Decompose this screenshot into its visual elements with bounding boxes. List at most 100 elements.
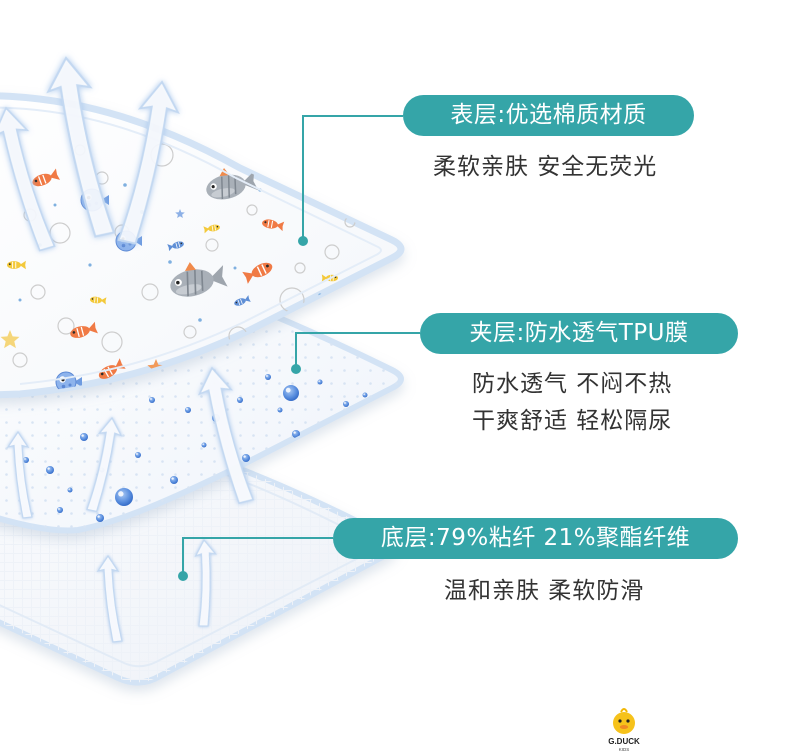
droplet-body [343, 401, 349, 407]
blue-fish-print [234, 295, 251, 306]
middle-layer-description-2: 干爽舒适 轻松隔尿 [472, 408, 673, 434]
water-droplet [201, 442, 207, 448]
yellow-fish-print [7, 260, 26, 270]
bubble-print [205, 238, 219, 252]
starfish-print [175, 209, 185, 218]
starfish-print [352, 281, 360, 289]
yellow-fish-print [295, 183, 309, 189]
bottom-layer-label: 底层:79%粘纤 21%聚酯纤维 [333, 518, 738, 559]
fish-eye [334, 276, 337, 279]
yellow-fish-print [203, 224, 220, 234]
droplet-body [277, 407, 283, 413]
droplet-body [317, 379, 323, 385]
bubble-print [324, 244, 340, 260]
top-layer-label: 表层:优选棉质材质 [403, 95, 694, 136]
droplet-highlight [24, 458, 26, 460]
fish-eye [100, 372, 104, 376]
fish-stripe [256, 264, 267, 276]
gray-fish-print [170, 262, 228, 297]
orange-fish-print [242, 262, 273, 284]
fish-body [32, 173, 52, 187]
dot-print [53, 203, 57, 207]
droplet-body [67, 487, 73, 493]
starfish-print [0, 330, 20, 349]
water-droplet [46, 466, 54, 474]
fish-eye [180, 242, 183, 245]
fish-tail [19, 260, 26, 270]
fish-eye [235, 301, 238, 304]
droplet-body [327, 425, 333, 431]
droplet-highlight [363, 393, 365, 395]
water-droplet [135, 452, 141, 458]
fish-tail [74, 377, 82, 387]
fish-eye [265, 264, 269, 268]
droplet-highlight [328, 426, 330, 428]
bottom-layer-description: 温和亲肤 柔软防滑 [444, 578, 645, 604]
duck-head-icon [613, 712, 635, 734]
fish-tail [134, 236, 142, 246]
fish-stripe [175, 241, 181, 249]
top-layer-connector [302, 115, 403, 240]
fish-tail [244, 295, 251, 302]
droplet-highlight [186, 408, 188, 410]
droplet-body [237, 397, 243, 403]
middle-layer-connector-dot [291, 364, 301, 374]
dot-print [18, 298, 22, 302]
water-droplet [149, 397, 155, 403]
droplet-body [46, 466, 54, 474]
droplet-body [135, 452, 141, 458]
bubble-print [101, 331, 123, 353]
droplet-highlight [344, 402, 346, 404]
water-droplet [343, 401, 349, 407]
fish-tail [241, 170, 259, 191]
droplet-highlight [266, 375, 268, 377]
water-droplet [292, 430, 300, 438]
callout-connectors [178, 115, 420, 581]
top-layer-connector-dot [298, 236, 308, 246]
fish-spot [61, 384, 66, 389]
droplet-highlight [150, 398, 152, 400]
fish-spot [68, 383, 72, 387]
fish-pupil [176, 280, 180, 285]
water-droplet [23, 457, 29, 463]
bubble-print [12, 352, 28, 368]
fish-eye [216, 225, 219, 228]
bubble-print [294, 262, 306, 274]
fish-body [90, 296, 102, 304]
droplet-highlight [285, 387, 291, 393]
fish-eye [34, 179, 38, 183]
droplet-highlight [97, 515, 100, 518]
dot-print [88, 263, 92, 267]
water-droplet [185, 407, 191, 413]
water-droplet [115, 488, 133, 506]
gray-fish-print [206, 167, 259, 200]
fish-tail [101, 195, 109, 205]
duck-eye-icon [626, 719, 630, 723]
droplet-highlight [68, 488, 70, 490]
bubble-print [183, 325, 197, 339]
fish-stripe [94, 297, 99, 303]
fish-body [70, 326, 90, 338]
water-droplet [170, 476, 178, 484]
brand-name: G.DUCK [608, 737, 640, 746]
fish-stripe [267, 220, 274, 228]
middle-layer-connector [295, 332, 420, 368]
fish-tail [242, 271, 255, 284]
droplet-body [149, 397, 155, 403]
droplet-highlight [81, 434, 84, 437]
droplet-highlight [118, 491, 124, 497]
droplet-highlight [58, 508, 60, 510]
droplet-body [185, 407, 191, 413]
fish-fin [184, 262, 196, 272]
water-droplet [96, 514, 104, 522]
droplet-highlight [293, 431, 296, 434]
gduck-logo: G.DUCK KIDS [608, 708, 640, 752]
water-droplet [57, 507, 63, 513]
middle-layer-label: 夹层:防水透气TPU膜 [420, 313, 738, 354]
droplet-body [80, 433, 88, 441]
water-droplet [265, 374, 271, 380]
fish-tail [167, 244, 174, 252]
bottom-layer-connector-dot [178, 571, 188, 581]
fish-stripe [211, 225, 217, 231]
dot-print [123, 183, 127, 187]
